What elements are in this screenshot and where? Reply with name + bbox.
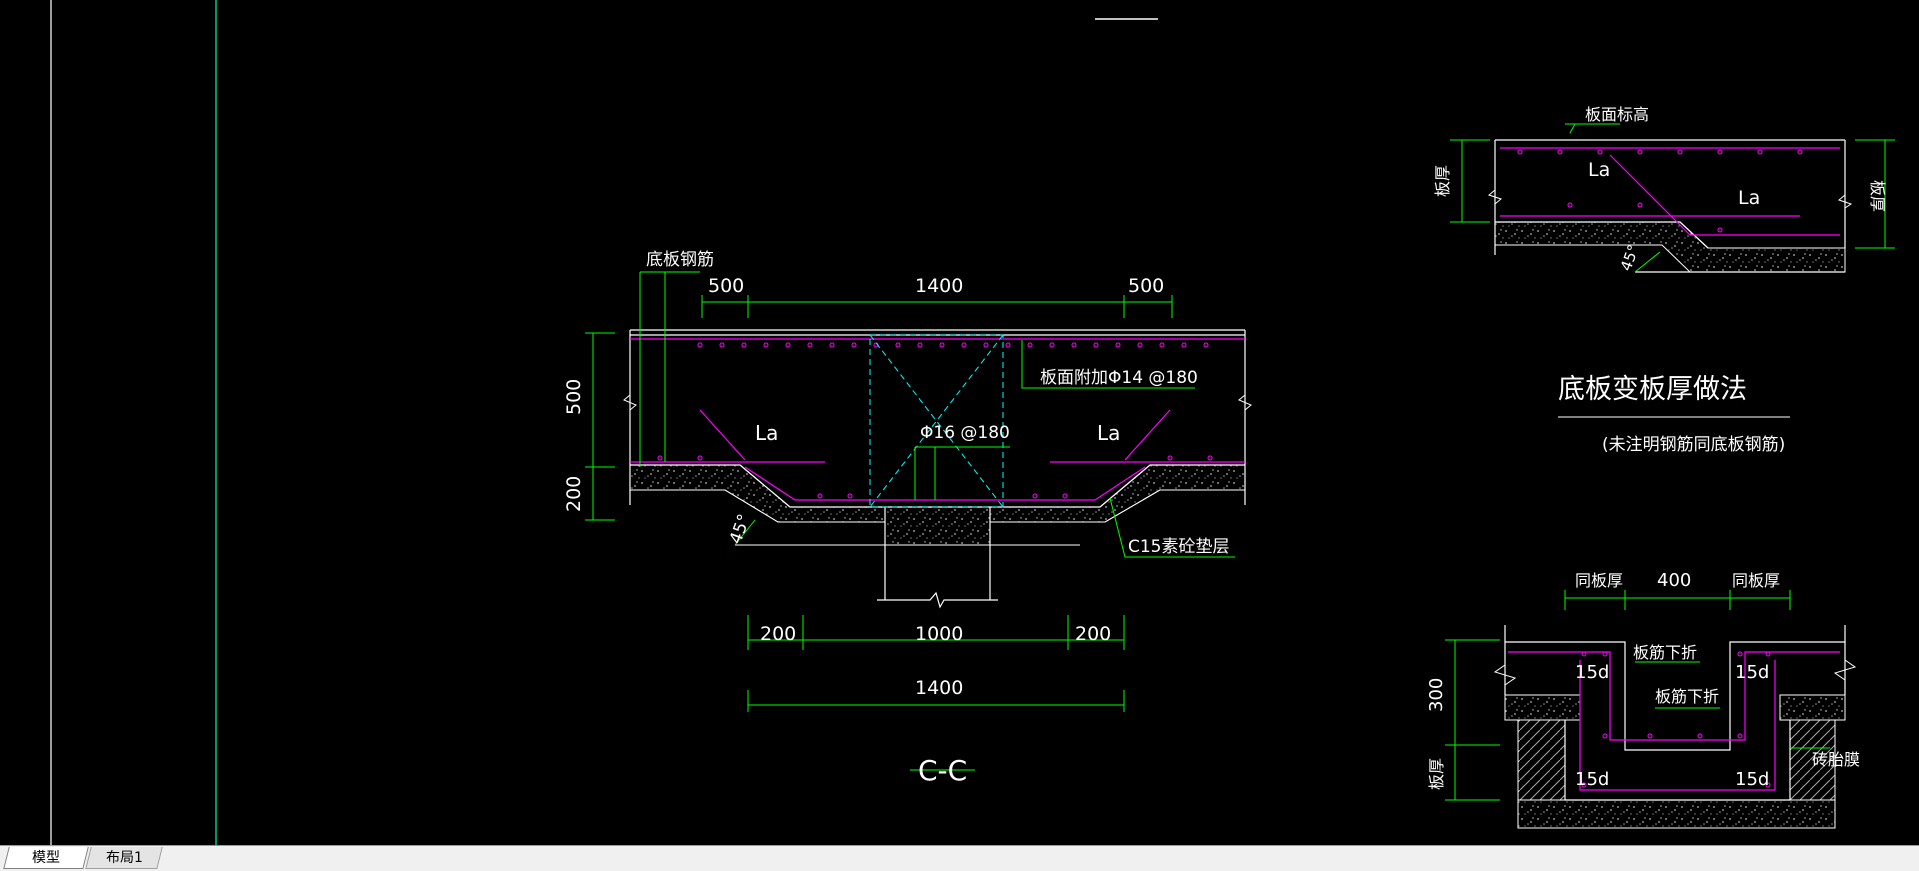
tab-model[interactable]: 模型 [3,847,89,869]
tr-d15-4: 15d [1735,769,1769,790]
tr-brick-left [1517,719,1566,801]
tr-dim-left-thick: 板厚 [1427,758,1446,790]
layout-tab-bar: 模型 布局1 [0,845,1919,871]
cc-dim-bottom-mid: 1000 [915,623,963,645]
cc-lower-outline [629,489,1245,523]
cc-label-top-add: 板面附加Φ14 @180 [1040,368,1198,388]
tr-label-bend-1: 板筋下折 [1633,643,1697,662]
dt-label-thick-left: 板厚 [1433,165,1452,197]
tr-d15-3: 15d [1575,769,1609,790]
tr-break-left [1493,664,1517,686]
dt-dimensions [1450,123,1895,273]
tr-label-bend-2: 板筋下折 [1655,687,1719,706]
tr-cushion-left [1504,694,1581,721]
tr-label-tire: 砖胎膜 [1812,750,1860,769]
cc-dim-bottom-right: 200 [1075,623,1111,645]
dt-la-1: La [1588,159,1610,181]
cc-angle-label: 45° [726,512,755,547]
tr-break-right [1833,659,1857,681]
cc-break-left [623,394,637,411]
dt-la-2: La [1738,187,1760,209]
cc-label-la-right: La [1097,421,1120,445]
detail-trench: 同板厚 400 同板厚 300 板厚 板筋下折 板筋下折 15d 15d 15d… [1426,570,1860,829]
detail-thickness: 板面标高 板厚 板厚 La La 45° 底板变板厚做法 (未注明钢筋同底板钢筋… [1433,105,1895,455]
cc-label-bottom-rebar: 底板钢筋 [646,250,714,270]
cc-slab-outline [629,329,1246,508]
tr-cushion-bottom [1517,799,1836,829]
cc-label-cushion: C15素砼垫层 [1128,537,1230,557]
dt-label-thick-right: 板厚 [1868,180,1887,212]
cc-section-title: C-C [918,754,967,787]
tr-cushion-right [1779,694,1846,721]
dt-cushion [1494,221,1846,273]
dt-note: (未注明钢筋同底板钢筋) [1602,435,1785,455]
cc-dim-bottom-total: 1400 [915,677,963,699]
cc-la-right-bar [1124,409,1171,461]
cc-dimensions [585,271,1235,771]
tab-layout1-label: 布局1 [105,850,143,866]
cc-break-right [1238,394,1252,411]
cc-dim-left-200: 200 [563,476,585,512]
tr-dim-top-mid: 400 [1657,570,1691,591]
cc-la-left-bar [699,409,746,461]
dt-rebar-dots [1517,149,1803,233]
cc-dim-top-left: 500 [708,275,744,297]
cc-dim-top-mid: 1400 [915,275,963,297]
cc-dim-left-500: 500 [563,379,585,415]
tr-dim-left-300: 300 [1426,678,1447,712]
cc-label-la-left: La [755,421,778,445]
cc-dim-top-right: 500 [1128,275,1164,297]
tr-outline [1504,625,1846,801]
tab-model-label: 模型 [32,850,60,866]
cc-pile [877,507,998,609]
dt-title: 底板变板厚做法 [1558,374,1747,405]
cc-rebar-dots [657,342,1213,499]
tr-rebars [1508,651,1840,791]
cc-hidden-box [869,334,1004,508]
dt-rebars [1500,147,1840,236]
cc-cushion-layer [629,464,1246,546]
cc-label-mid-rebar: Φ16 @180 [920,423,1010,443]
cc-mid-rebar [914,446,1010,500]
tr-d15-2: 15d [1735,662,1769,683]
tab-layout1[interactable]: 布局1 [85,847,163,869]
dt-label-level: 板面标高 [1585,105,1649,124]
cad-drawing-canvas[interactable]: 底板钢筋 500 1400 500 500 200 板面附加Φ14 @180 Φ… [0,0,1919,845]
tr-d15-1: 15d [1575,662,1609,683]
dt-break-right [1837,194,1853,209]
cc-dim-bottom-left: 200 [760,623,796,645]
tr-dim-top-left: 同板厚 [1575,571,1623,590]
section-cc: 底板钢筋 500 1400 500 500 200 板面附加Φ14 @180 Φ… [563,250,1252,787]
dt-break-left [1487,189,1503,205]
tr-rebar-dots [1581,651,1771,788]
tr-dim-top-right: 同板厚 [1732,571,1780,590]
tr-dimensions [1445,590,1830,801]
cc-bottom-rebar [630,461,1245,501]
